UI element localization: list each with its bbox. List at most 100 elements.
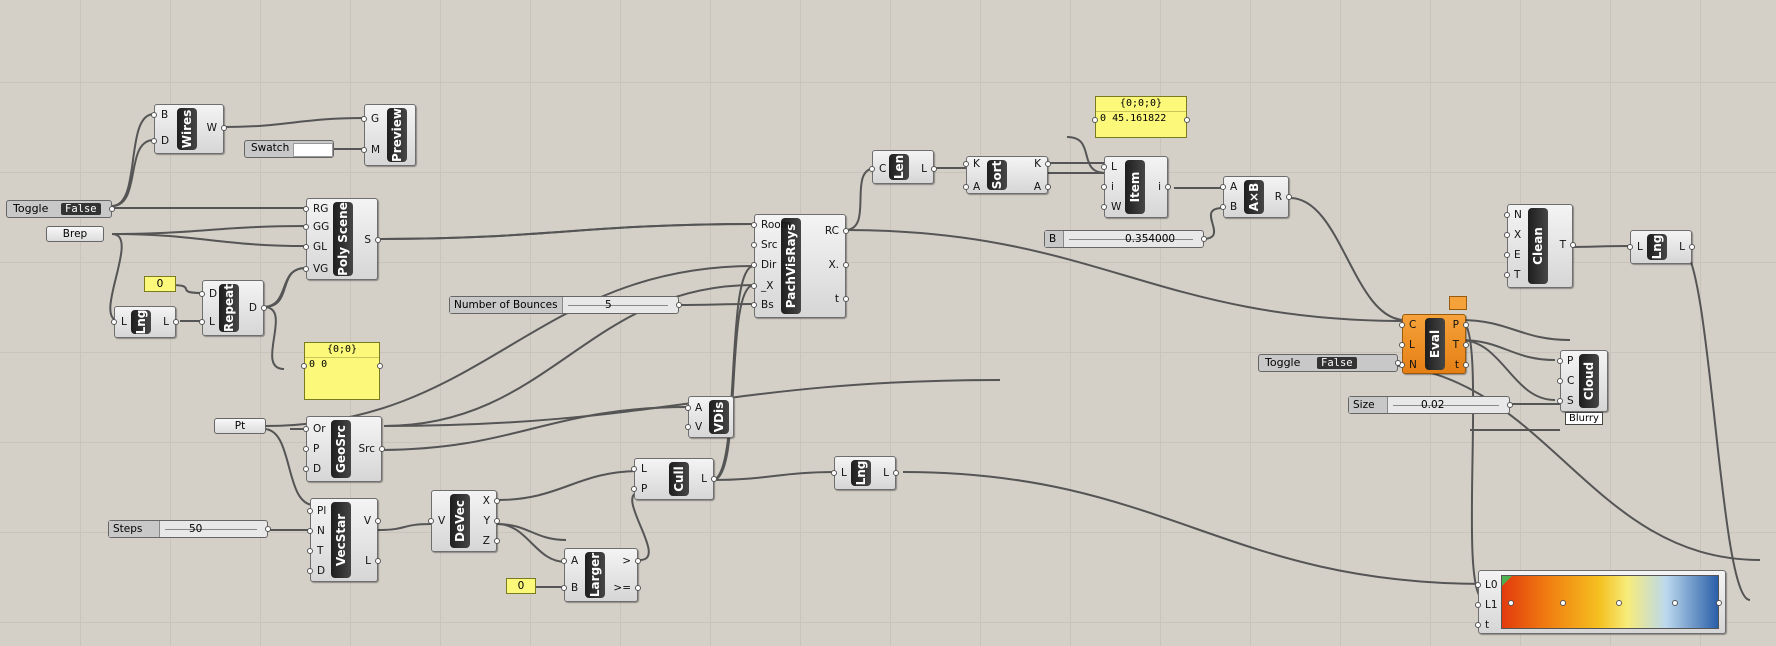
larger-input-grip-1[interactable]: [561, 585, 567, 591]
brep-param[interactable]: Brep: [46, 226, 104, 242]
vdis-input-grip-1[interactable]: [685, 424, 691, 430]
pachvisrays-input-0[interactable]: Room: [761, 219, 791, 231]
clean-output-grip-0[interactable]: [1570, 242, 1576, 248]
eval-output-1[interactable]: T: [1452, 339, 1459, 351]
sort-input-grip-1[interactable]: [963, 184, 969, 190]
larger-output-grip-1[interactable]: [635, 585, 641, 591]
sort-output-grip-1[interactable]: [1045, 184, 1051, 190]
pachvisrays-output-grip-0[interactable]: [843, 228, 849, 234]
item-input-grip-1[interactable]: [1101, 184, 1107, 190]
lng3-output-grip-0[interactable]: [893, 470, 899, 476]
lng2-input-grip-0[interactable]: [1627, 244, 1633, 250]
devec-output-1[interactable]: Y: [483, 515, 490, 527]
wire[interactable]: [1066, 136, 1107, 174]
geosrc-input-1[interactable]: P: [313, 443, 320, 455]
pachvisrays-output-1[interactable]: X.: [828, 259, 839, 271]
repeat-input-grip-1[interactable]: [199, 319, 205, 325]
cull-input-grip-1[interactable]: [631, 486, 637, 492]
wire[interactable]: [1679, 245, 1751, 601]
wires-input-grip-0[interactable]: [151, 112, 157, 118]
gradient-input-grip-1[interactable]: [1475, 602, 1481, 608]
larger-output-grip-0[interactable]: [635, 558, 641, 564]
preview-input-grip-0[interactable]: [361, 116, 367, 122]
poly_scene-input-0[interactable]: RG: [313, 203, 329, 215]
poly_scene-output-grip-0[interactable]: [375, 237, 381, 243]
lng2-input-0[interactable]: L: [1637, 241, 1643, 253]
devec-input-0[interactable]: V: [438, 515, 446, 527]
pachvisrays-input-grip-2[interactable]: [751, 262, 757, 268]
panel2-output-grip[interactable]: [1184, 117, 1190, 123]
wire[interactable]: [711, 265, 755, 481]
vecstar-input-grip-0[interactable]: [307, 508, 313, 514]
geosrc-input-grip-1[interactable]: [303, 446, 309, 452]
larger-input-grip-0[interactable]: [561, 558, 567, 564]
clean-input-1[interactable]: X: [1514, 229, 1522, 241]
poly_scene-input-3[interactable]: VG: [313, 263, 329, 275]
clean-input-grip-1[interactable]: [1504, 232, 1510, 238]
larger-output-0[interactable]: >: [622, 555, 631, 567]
gradient-bar[interactable]: [1501, 575, 1722, 629]
eval-input-grip-0[interactable]: [1399, 322, 1405, 328]
toggle2-value[interactable]: False: [1317, 357, 1357, 369]
wire[interactable]: [223, 117, 365, 128]
clean-input-0[interactable]: N: [1514, 209, 1522, 221]
wire[interactable]: [111, 139, 155, 207]
clean-input-3[interactable]: T: [1514, 269, 1521, 281]
lng2-output-0[interactable]: L: [1679, 241, 1685, 253]
vecstar-input-0[interactable]: Pl: [317, 505, 327, 517]
wire[interactable]: [111, 225, 307, 235]
pachvisrays-input-4[interactable]: Bs: [761, 299, 774, 311]
poly_scene-input-grip-3[interactable]: [303, 266, 309, 272]
wire[interactable]: [377, 523, 432, 531]
bounces-output-grip[interactable]: [676, 302, 682, 308]
len-input-0[interactable]: C: [879, 163, 887, 175]
len-input-grip-0[interactable]: [869, 166, 875, 172]
axb-input-grip-1[interactable]: [1220, 204, 1226, 210]
sort-output-0[interactable]: K: [1034, 158, 1041, 170]
wire[interactable]: [1459, 339, 1556, 401]
pachvisrays-output-grip-1[interactable]: [843, 262, 849, 268]
geosrc-output-0[interactable]: Src: [358, 443, 375, 455]
wire[interactable]: [902, 471, 1486, 585]
vecstar-output-grip-1[interactable]: [375, 558, 381, 564]
gradient-input-1[interactable]: L1: [1485, 599, 1498, 611]
geosrc-input-grip-0[interactable]: [303, 426, 309, 432]
cull-output-0[interactable]: L: [701, 473, 707, 485]
wires-output-0[interactable]: W: [206, 122, 217, 134]
steps-track[interactable]: [165, 529, 257, 530]
repeat-input-1[interactable]: L: [209, 316, 215, 328]
poly_scene-output-0[interactable]: S: [364, 234, 371, 246]
gradient-handle-3[interactable]: [1672, 600, 1678, 606]
size-track[interactable]: [1393, 405, 1499, 406]
pachvisrays-input-grip-1[interactable]: [751, 242, 757, 248]
devec-input-grip-0[interactable]: [428, 518, 434, 524]
axb-input-0[interactable]: A: [1230, 181, 1238, 193]
item-input-1[interactable]: i: [1111, 181, 1114, 193]
gradient-input-2[interactable]: t: [1485, 619, 1490, 631]
item-output-grip-0[interactable]: [1165, 184, 1171, 190]
lng3-input-0[interactable]: L: [841, 467, 847, 479]
gradient-handle-2[interactable]: [1616, 600, 1622, 606]
wires-input-1[interactable]: D: [161, 135, 170, 147]
gradient-handle-4[interactable]: [1716, 600, 1722, 606]
toggle2-output-grip[interactable]: [1395, 360, 1401, 366]
poly_scene-input-grip-1[interactable]: [303, 224, 309, 230]
axb-output-grip-0[interactable]: [1286, 194, 1292, 200]
pt-param[interactable]: Pt: [214, 418, 266, 434]
sort-input-0[interactable]: K: [973, 158, 980, 170]
vecstar-input-grip-2[interactable]: [307, 548, 313, 554]
wire[interactable]: [109, 233, 123, 322]
b_slider-track[interactable]: [1069, 239, 1193, 240]
wire[interactable]: [263, 428, 315, 506]
wire[interactable]: [677, 303, 755, 306]
